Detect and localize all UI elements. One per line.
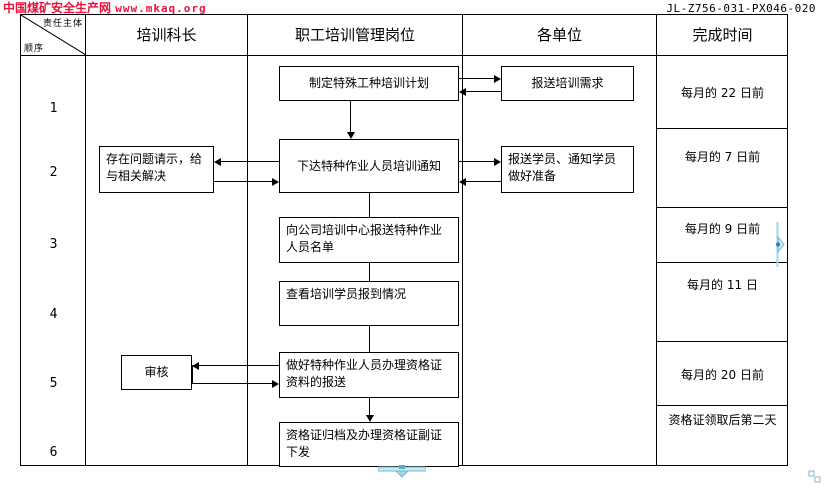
watermark-site-name: 中国煤矿安全生产网 (3, 1, 112, 15)
flow-box-check-arrival[interactable]: 查看培训学员报到情况 (279, 281, 459, 326)
column-header-0: 培训科长 (136, 26, 197, 44)
arrow-issue-to-problem (221, 161, 279, 162)
flow-box-issue-notice[interactable]: 下达特种作业人员培训通知 (279, 139, 459, 193)
row-number-4: 4 (49, 307, 58, 322)
time-divider-1 (657, 128, 788, 129)
time-divider-4 (657, 341, 788, 342)
arrow-demand-to-plan (466, 91, 501, 92)
corner-header-cell: 责任主体 顺序 (21, 15, 86, 55)
col-divider-3 (462, 15, 463, 465)
time-cell-1: 每月的 22 日前 (681, 86, 764, 100)
resize-corner-icon[interactable] (808, 469, 822, 483)
arrowhead-problem-to-issue (272, 178, 279, 186)
time-cell-2: 每月的 7 日前 (684, 150, 761, 164)
splitter-bottom-icon (377, 465, 427, 478)
arrow-issue-to-report (459, 161, 494, 162)
flow-box-plan[interactable]: 制定特殊工种培训计划 (279, 66, 459, 101)
arrowhead-cert-down (366, 415, 374, 422)
arrowhead-cert-to-review (192, 362, 199, 370)
flow-box-problem[interactable]: 存在问题请示，给与相关解决 (99, 146, 214, 193)
arrow-cert-down (369, 398, 370, 416)
time-cell-5: 每月的 20 日前 (681, 368, 764, 382)
arrowhead-report-to-issue (459, 178, 466, 186)
row-number-2: 2 (49, 165, 58, 180)
row-number-5: 5 (49, 376, 58, 391)
resize-grip-icon (808, 470, 821, 483)
corner-label-sequence: 顺序 (24, 44, 45, 54)
arrow-cert-to-review (199, 365, 279, 366)
splitter-right-icon (775, 222, 785, 267)
col-divider-4 (656, 15, 657, 465)
time-divider-2 (657, 207, 788, 208)
arrow-issue-down (369, 193, 370, 225)
arrow-check-down (369, 326, 370, 359)
column-header-2: 各单位 (536, 26, 582, 44)
arrow-plan-to-demand (459, 78, 494, 79)
arrow-review-to-cert (192, 383, 272, 384)
arrow-review-side (192, 365, 193, 384)
arrowhead-issue-to-problem (214, 158, 221, 166)
arrowhead-plan-down (347, 132, 355, 139)
column-header-3: 完成时间 (692, 26, 753, 44)
flow-box-submit-list[interactable]: 向公司培训中心报送特种作业人员名单 (279, 217, 459, 263)
arrowhead-plan-to-demand (494, 75, 501, 83)
time-divider-3 (657, 262, 788, 263)
col-divider-2 (247, 15, 248, 465)
column-header-1: 职工培训管理岗位 (294, 26, 415, 44)
row-number-1: 1 (49, 101, 58, 116)
diagonal-line-icon (21, 15, 86, 55)
row-number-6: 6 (49, 445, 58, 460)
process-flow-table: 责任主体 顺序 培训科长 职工培训管理岗位 各单位 完成时间 1 2 3 4 5… (20, 14, 788, 467)
corner-label-responsible: 责任主体 (42, 19, 83, 29)
row-number-3: 3 (49, 237, 58, 252)
time-cell-3: 每月的 9 日前 (684, 222, 761, 236)
arrowhead-demand-to-plan (459, 88, 466, 96)
site-watermark: 中国煤矿安全生产网 www.mkaq.org (3, 1, 207, 16)
time-cell-6: 资格证领取后第二天 (668, 413, 777, 427)
flow-box-demand[interactable]: 报送培训需求 (501, 66, 634, 101)
col-divider-1 (85, 15, 86, 465)
arrowhead-issue-to-report (494, 158, 501, 166)
flow-box-report-trainee[interactable]: 报送学员、通知学员做好准备 (501, 146, 634, 193)
arrowhead-review-to-cert (272, 380, 279, 388)
arrow-plan-down (350, 101, 351, 133)
arrow-report-to-issue (466, 181, 501, 182)
header-bottom-line (21, 55, 787, 56)
flow-box-review[interactable]: 审核 (121, 355, 192, 390)
arrow-submit-down (369, 263, 370, 291)
flow-box-cert-material[interactable]: 做好特种作业人员办理资格证资料的报送 (279, 352, 459, 398)
watermark-url: www.mkaq.org (115, 2, 207, 15)
time-cell-4: 每月的 11 日 (687, 278, 758, 292)
horizontal-splitter-handle[interactable] (377, 463, 427, 478)
flow-box-archive[interactable]: 资格证归档及办理资格证副证下发 (279, 422, 459, 467)
vertical-splitter-handle[interactable] (775, 222, 785, 267)
arrow-problem-to-issue (214, 181, 272, 182)
time-divider-5 (657, 405, 788, 406)
document-code: JL-Z756-031-PX046-020 (666, 2, 816, 15)
